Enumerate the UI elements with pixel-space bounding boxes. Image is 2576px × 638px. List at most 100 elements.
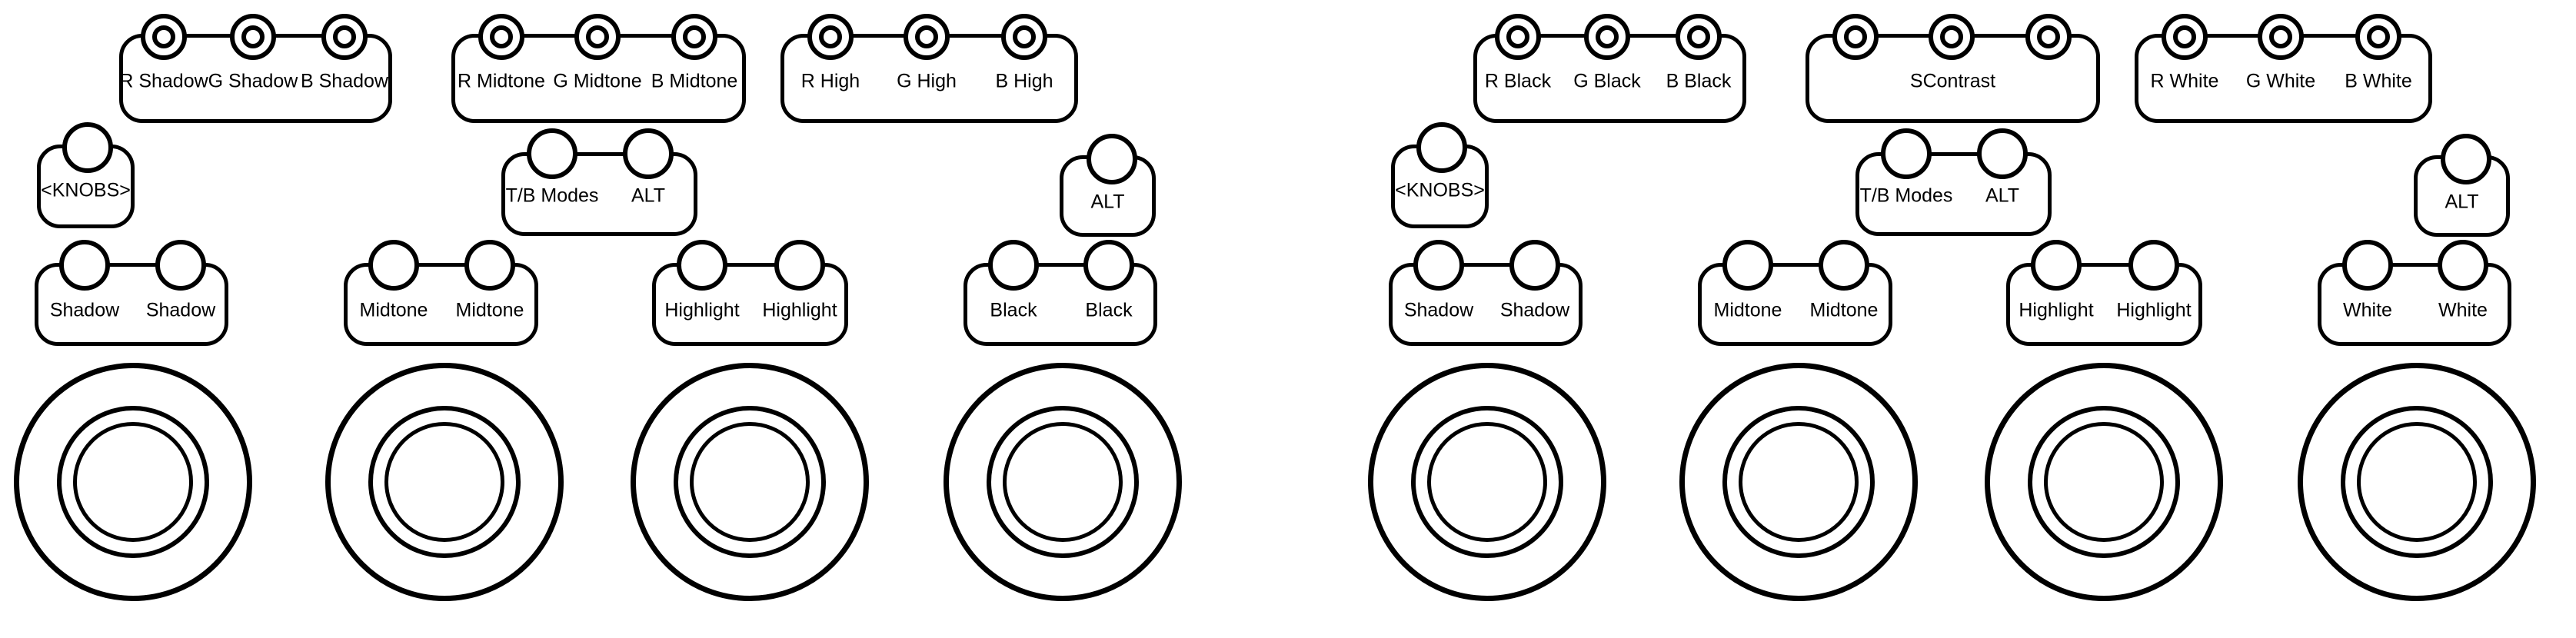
trackball-ball [2044,422,2164,542]
trackball-2[interactable] [325,363,564,601]
button-tb-alt[interactable] [623,128,674,179]
button-midtone-1[interactable] [1722,240,1773,291]
trackball-ball [1739,422,1859,542]
trackball-4[interactable] [944,363,1182,601]
button-shadow-2[interactable] [1509,240,1560,291]
knob-cap [1687,25,1710,48]
knob-b-high[interactable] [1001,14,1047,60]
trackball-ring [57,406,209,558]
button-shadow-2[interactable] [155,240,206,291]
button-label: White [2343,299,2392,321]
trackball-4[interactable] [2298,363,2536,601]
button-highlight-1[interactable] [2031,240,2082,291]
knob-cap [1844,25,1867,48]
button-alt[interactable] [2441,134,2491,184]
button-label: Highlight [664,299,740,321]
button-midtone-1[interactable] [368,240,419,291]
alt-label: ALT [1090,191,1125,213]
button-label: Shadow [49,299,120,321]
knob-scontrast-3[interactable] [2025,14,2072,60]
button-highlight-1[interactable] [677,240,727,291]
knob-cap [152,25,175,48]
knob-group-label: SContrast [1909,70,1996,92]
button-highlight-2[interactable] [774,240,825,291]
trackball-3[interactable] [631,363,869,601]
button-tb-modes[interactable] [527,128,577,179]
trackball-2[interactable] [1679,363,1918,601]
knob-label: G Shadow [208,70,298,92]
trackball-ring [2341,406,2493,558]
knob-scontrast-1[interactable] [1832,14,1879,60]
button-pair-box [2006,263,2202,346]
knob-b-shadow[interactable] [321,14,368,60]
tb-modes-label: T/B Modes [1859,184,1953,207]
knob-cap [2173,25,2196,48]
knob-scontrast-2[interactable] [1929,14,1975,60]
knob-g-white[interactable] [2258,14,2304,60]
knob-cap [586,25,609,48]
button-shadow-1[interactable] [59,240,110,291]
knob-g-shadow[interactable] [230,14,276,60]
knob-cap [2037,25,2060,48]
button-black-2[interactable] [1083,240,1134,291]
knob-label: G High [897,70,957,92]
button-alt[interactable] [1087,134,1137,184]
trackball-3[interactable] [1985,363,2223,601]
trackball-ball [73,422,193,542]
trackball-ring [2028,406,2180,558]
button-pair-box [652,263,848,346]
button-label: White [2438,299,2488,321]
button-pair-box [344,263,538,346]
knob-label: B Shadow [301,70,388,92]
knob-cap [241,25,265,48]
knob-b-black[interactable] [1676,14,1722,60]
button-label: Black [990,299,1037,321]
tb-modes-box [501,152,697,236]
button-shadow-1[interactable] [1413,240,1464,291]
button-tb-modes[interactable] [1881,128,1932,179]
button-highlight-2[interactable] [2128,240,2179,291]
knob-g-midtone[interactable] [574,14,621,60]
knob-r-high[interactable] [807,14,854,60]
knob-label: B White [2345,70,2412,92]
button-pair-box [1389,263,1583,346]
knob-cap [1506,25,1529,48]
button-black-1[interactable] [988,240,1039,291]
button-knobs-mode[interactable] [1416,122,1467,173]
button-label: Black [1085,299,1133,321]
button-midtone-2[interactable] [464,240,515,291]
knob-cap [819,25,842,48]
button-tb-alt[interactable] [1977,128,2028,179]
button-white-1[interactable] [2342,240,2393,291]
knob-r-shadow[interactable] [141,14,187,60]
knob-label: B Black [1666,70,1732,92]
knob-b-midtone[interactable] [671,14,717,60]
trackball-ball [690,422,810,542]
knob-b-white[interactable] [2355,14,2401,60]
trackball-1[interactable] [14,363,252,601]
button-knobs-mode[interactable] [62,122,113,173]
knob-cap [1940,25,1963,48]
knob-r-black[interactable] [1495,14,1541,60]
button-midtone-2[interactable] [1819,240,1869,291]
button-label: Midtone [1713,299,1782,321]
knobs-mode-label: <KNOBS> [41,179,131,201]
button-label: Midtone [455,299,524,321]
knob-label: B High [995,70,1053,92]
knob-g-black[interactable] [1584,14,1630,60]
knob-cap [2269,25,2292,48]
button-label: Highlight [762,299,837,321]
knob-label: G Midtone [553,70,642,92]
button-label: Midtone [1809,299,1879,321]
button-label: Highlight [2019,299,2094,321]
knob-r-white[interactable] [2162,14,2208,60]
button-white-2[interactable] [2438,240,2488,291]
knob-label: R Midtone [458,70,545,92]
button-label: Shadow [1403,299,1474,321]
knob-r-midtone[interactable] [478,14,524,60]
knob-g-high[interactable] [904,14,950,60]
knob-cap [683,25,706,48]
button-label: Midtone [359,299,428,321]
trackball-1[interactable] [1368,363,1606,601]
